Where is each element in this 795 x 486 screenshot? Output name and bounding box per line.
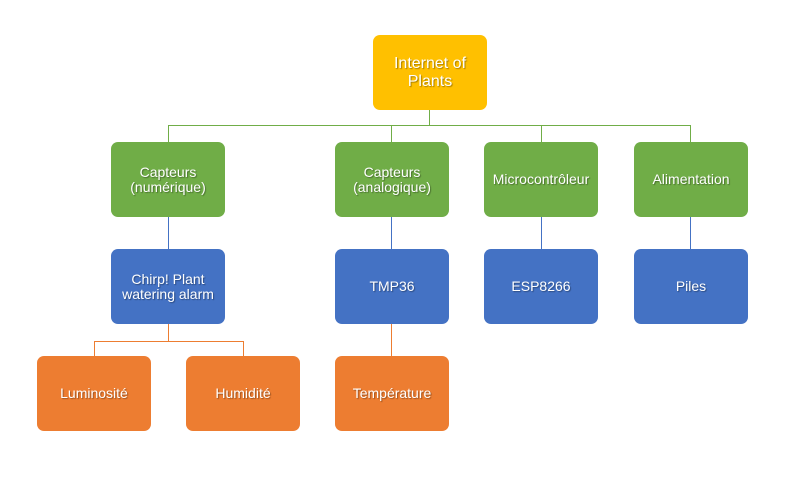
connector-measure-bus bbox=[94, 341, 244, 342]
node-label: Capteurs (numérique) bbox=[130, 163, 206, 195]
connector-chirp-stem bbox=[168, 324, 169, 341]
connector-to-chirp bbox=[168, 217, 169, 249]
node-label: Piles bbox=[675, 278, 707, 294]
node-tmp36[interactable]: TMP36 bbox=[335, 249, 449, 324]
connector-to-microcontroleur bbox=[541, 125, 542, 142]
node-label: Internet of Plants bbox=[393, 54, 467, 90]
node-chirp[interactable]: Chirp! Plant watering alarm bbox=[111, 249, 225, 324]
node-label: ESP8266 bbox=[511, 278, 571, 294]
connector-to-esp8266 bbox=[541, 217, 542, 249]
connector-root-stem bbox=[429, 109, 430, 125]
connector-to-capteurs-analogique bbox=[391, 125, 392, 142]
connector-to-humidite bbox=[243, 341, 244, 356]
node-label: Luminosité bbox=[60, 385, 128, 401]
node-root[interactable]: Internet of Plants bbox=[373, 35, 487, 110]
node-label: Chirp! Plant watering alarm bbox=[122, 270, 214, 302]
connector-category-bus bbox=[168, 125, 691, 126]
node-capteurs-numerique[interactable]: Capteurs (numérique) bbox=[111, 142, 225, 217]
node-label: Humidité bbox=[215, 385, 271, 401]
node-humidite[interactable]: Humidité bbox=[186, 356, 300, 431]
connector-to-piles bbox=[690, 217, 691, 249]
node-esp8266[interactable]: ESP8266 bbox=[484, 249, 598, 324]
node-alimentation[interactable]: Alimentation bbox=[634, 142, 748, 217]
node-label: Capteurs (analogique) bbox=[353, 163, 431, 195]
connector-to-alimentation bbox=[690, 125, 691, 142]
connector-to-luminosite bbox=[94, 341, 95, 356]
connector-to-tmp36 bbox=[391, 217, 392, 249]
node-capteurs-analogique[interactable]: Capteurs (analogique) bbox=[335, 142, 449, 217]
node-label: Alimentation bbox=[652, 171, 730, 187]
node-microcontroleur[interactable]: Microcontrôleur bbox=[484, 142, 598, 217]
node-temperature[interactable]: Température bbox=[335, 356, 449, 431]
node-label: TMP36 bbox=[369, 278, 415, 294]
node-luminosite[interactable]: Luminosité bbox=[37, 356, 151, 431]
node-piles[interactable]: Piles bbox=[634, 249, 748, 324]
node-label: Température bbox=[352, 385, 432, 401]
connector-to-temperature bbox=[391, 324, 392, 356]
connector-to-capteurs-numerique bbox=[168, 125, 169, 142]
node-label: Microcontrôleur bbox=[492, 171, 590, 187]
